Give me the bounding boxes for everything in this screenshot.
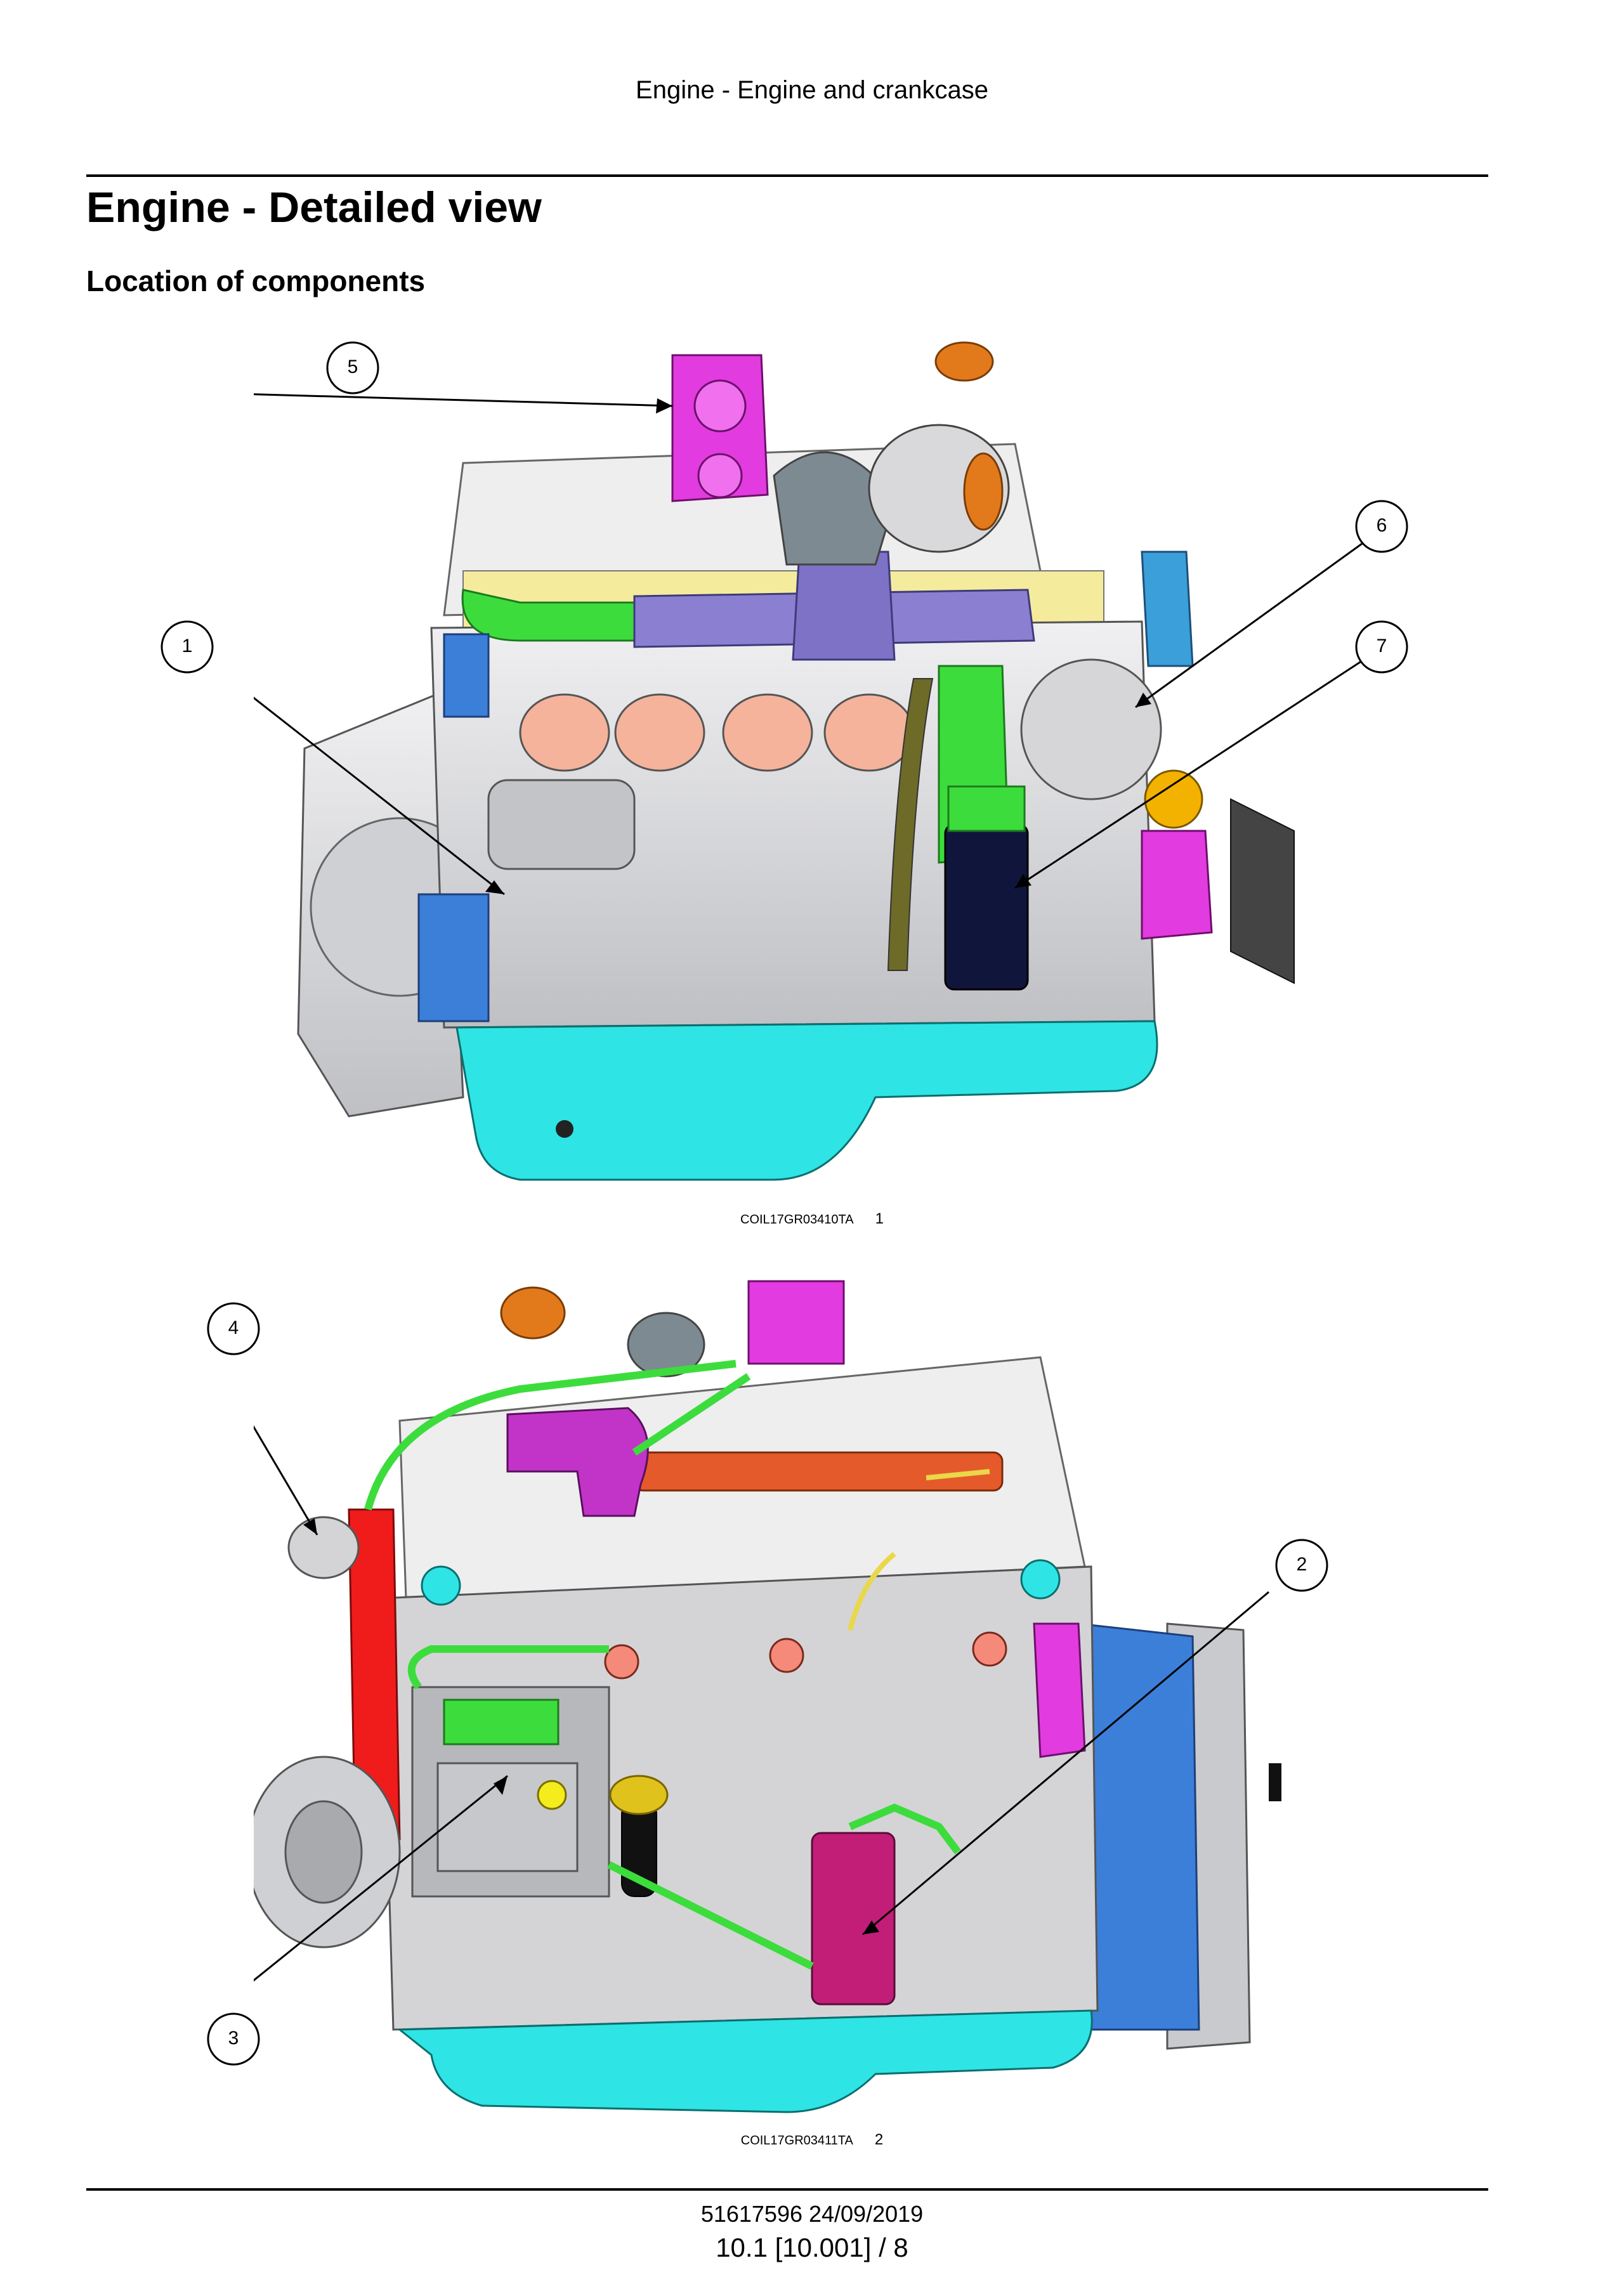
figure-1-number: 1 xyxy=(875,1210,884,1227)
figure-2-engine-right-view xyxy=(254,1269,1370,2118)
header-rule xyxy=(86,174,1488,177)
figure-2-number: 2 xyxy=(874,2131,884,2148)
callout-3: 3 xyxy=(228,2028,239,2049)
running-header: Engine - Engine and crankcase xyxy=(636,76,988,104)
callout-7: 7 xyxy=(1376,636,1387,656)
page-title: Engine - Detailed view xyxy=(86,183,542,232)
callout-2: 2 xyxy=(1296,1554,1307,1575)
figure-1-engine-left-view xyxy=(254,336,1370,1199)
callout-5: 5 xyxy=(347,356,358,377)
section-title: Location of components xyxy=(86,264,426,297)
figure-2-caption: COIL17GR03411TA 2 xyxy=(0,2131,1624,2149)
callout-4: 4 xyxy=(228,1317,239,1338)
document-id: 51617596 24/09/2019 xyxy=(700,2201,924,2227)
figure-1-caption: COIL17GR03410TA 1 xyxy=(0,1210,1624,1228)
figure-2-code: COIL17GR03411TA xyxy=(740,2134,853,2148)
footer-rule xyxy=(86,2188,1488,2191)
page-number: 10.1 [10.001] / 8 xyxy=(716,2233,908,2262)
figure-1-code: COIL17GR03410TA xyxy=(740,1213,854,1227)
callout-6: 6 xyxy=(1376,515,1387,536)
callout-1: 1 xyxy=(181,636,193,656)
